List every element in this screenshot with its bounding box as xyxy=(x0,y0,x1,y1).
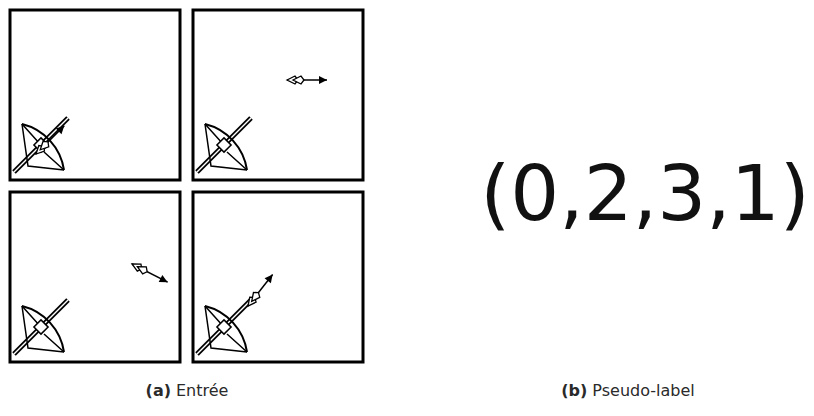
caption-text: Entrée xyxy=(176,381,228,400)
panel xyxy=(10,10,180,180)
panel xyxy=(193,192,363,362)
pseudo-label-value: (0,2,3,1) xyxy=(480,155,809,232)
caption-tag: (b) xyxy=(561,381,587,400)
panel xyxy=(193,10,363,180)
caption-tag: (a) xyxy=(146,381,171,400)
panel xyxy=(10,192,180,362)
caption-text: Pseudo-label xyxy=(592,381,694,400)
